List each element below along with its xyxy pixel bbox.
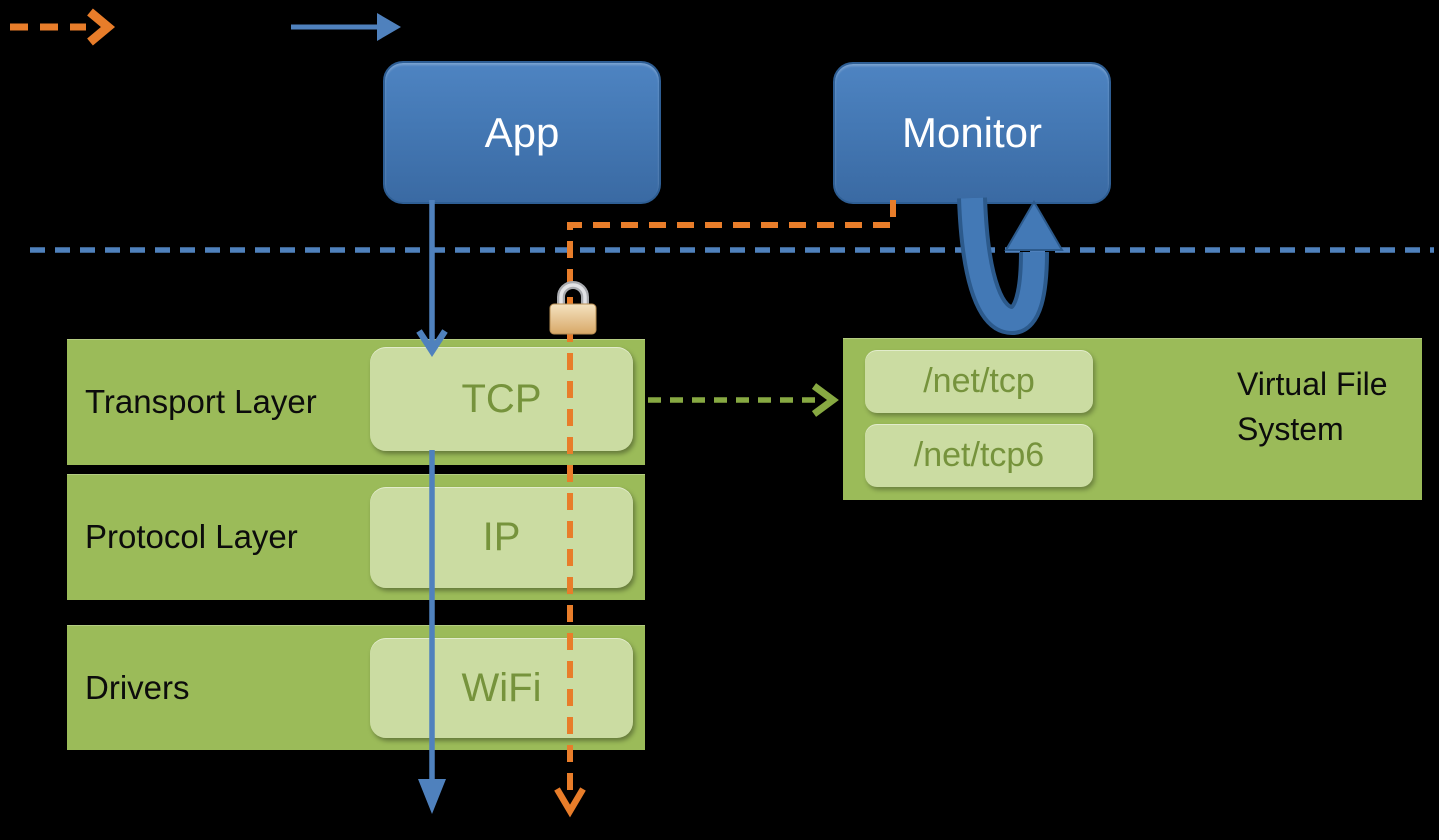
ip-box-label: IP: [482, 515, 521, 559]
tcp-box: TCP: [370, 347, 633, 451]
tcp-to-vfs-dashed-arrow: [648, 383, 839, 417]
drivers-row: Drivers WiFi: [67, 625, 645, 750]
transport-layer-label: Transport Layer: [85, 383, 317, 420]
net-tcp6-file-box: /net/tcp6: [865, 424, 1093, 487]
net-tcp-file-box: /net/tcp: [865, 350, 1093, 413]
virtual-file-system-box: /net/tcp /net/tcp6 Virtual File System: [843, 338, 1422, 500]
drivers-label: Drivers: [85, 668, 190, 706]
virtual-file-system-label: Virtual File System: [1237, 366, 1388, 448]
net-tcp-file-label: /net/tcp: [923, 362, 1035, 400]
blue-solid-arrow-icon: [291, 13, 401, 41]
wifi-box: WiFi: [370, 638, 633, 738]
protocol-layer-label: Protocol Layer: [85, 518, 298, 555]
u-turn-arrow-icon: [957, 197, 1064, 336]
app-to-tcp-arrow: [416, 200, 448, 357]
orange-dashed-arrow-icon: [10, 8, 116, 46]
monitor-node-label: Monitor: [901, 109, 1043, 156]
padlock-icon: [548, 276, 598, 336]
app-node: App: [383, 61, 661, 204]
monitor-node: Monitor: [833, 62, 1111, 204]
ip-box: IP: [370, 487, 633, 588]
transport-layer-row: Transport Layer TCP: [67, 339, 645, 465]
app-node-label: App: [484, 108, 560, 156]
net-tcp6-file-label: /net/tcp6: [913, 436, 1045, 474]
protocol-layer-row: Protocol Layer IP: [67, 474, 645, 600]
wifi-box-label: WiFi: [461, 665, 542, 710]
tcp-box-label: TCP: [461, 376, 542, 421]
